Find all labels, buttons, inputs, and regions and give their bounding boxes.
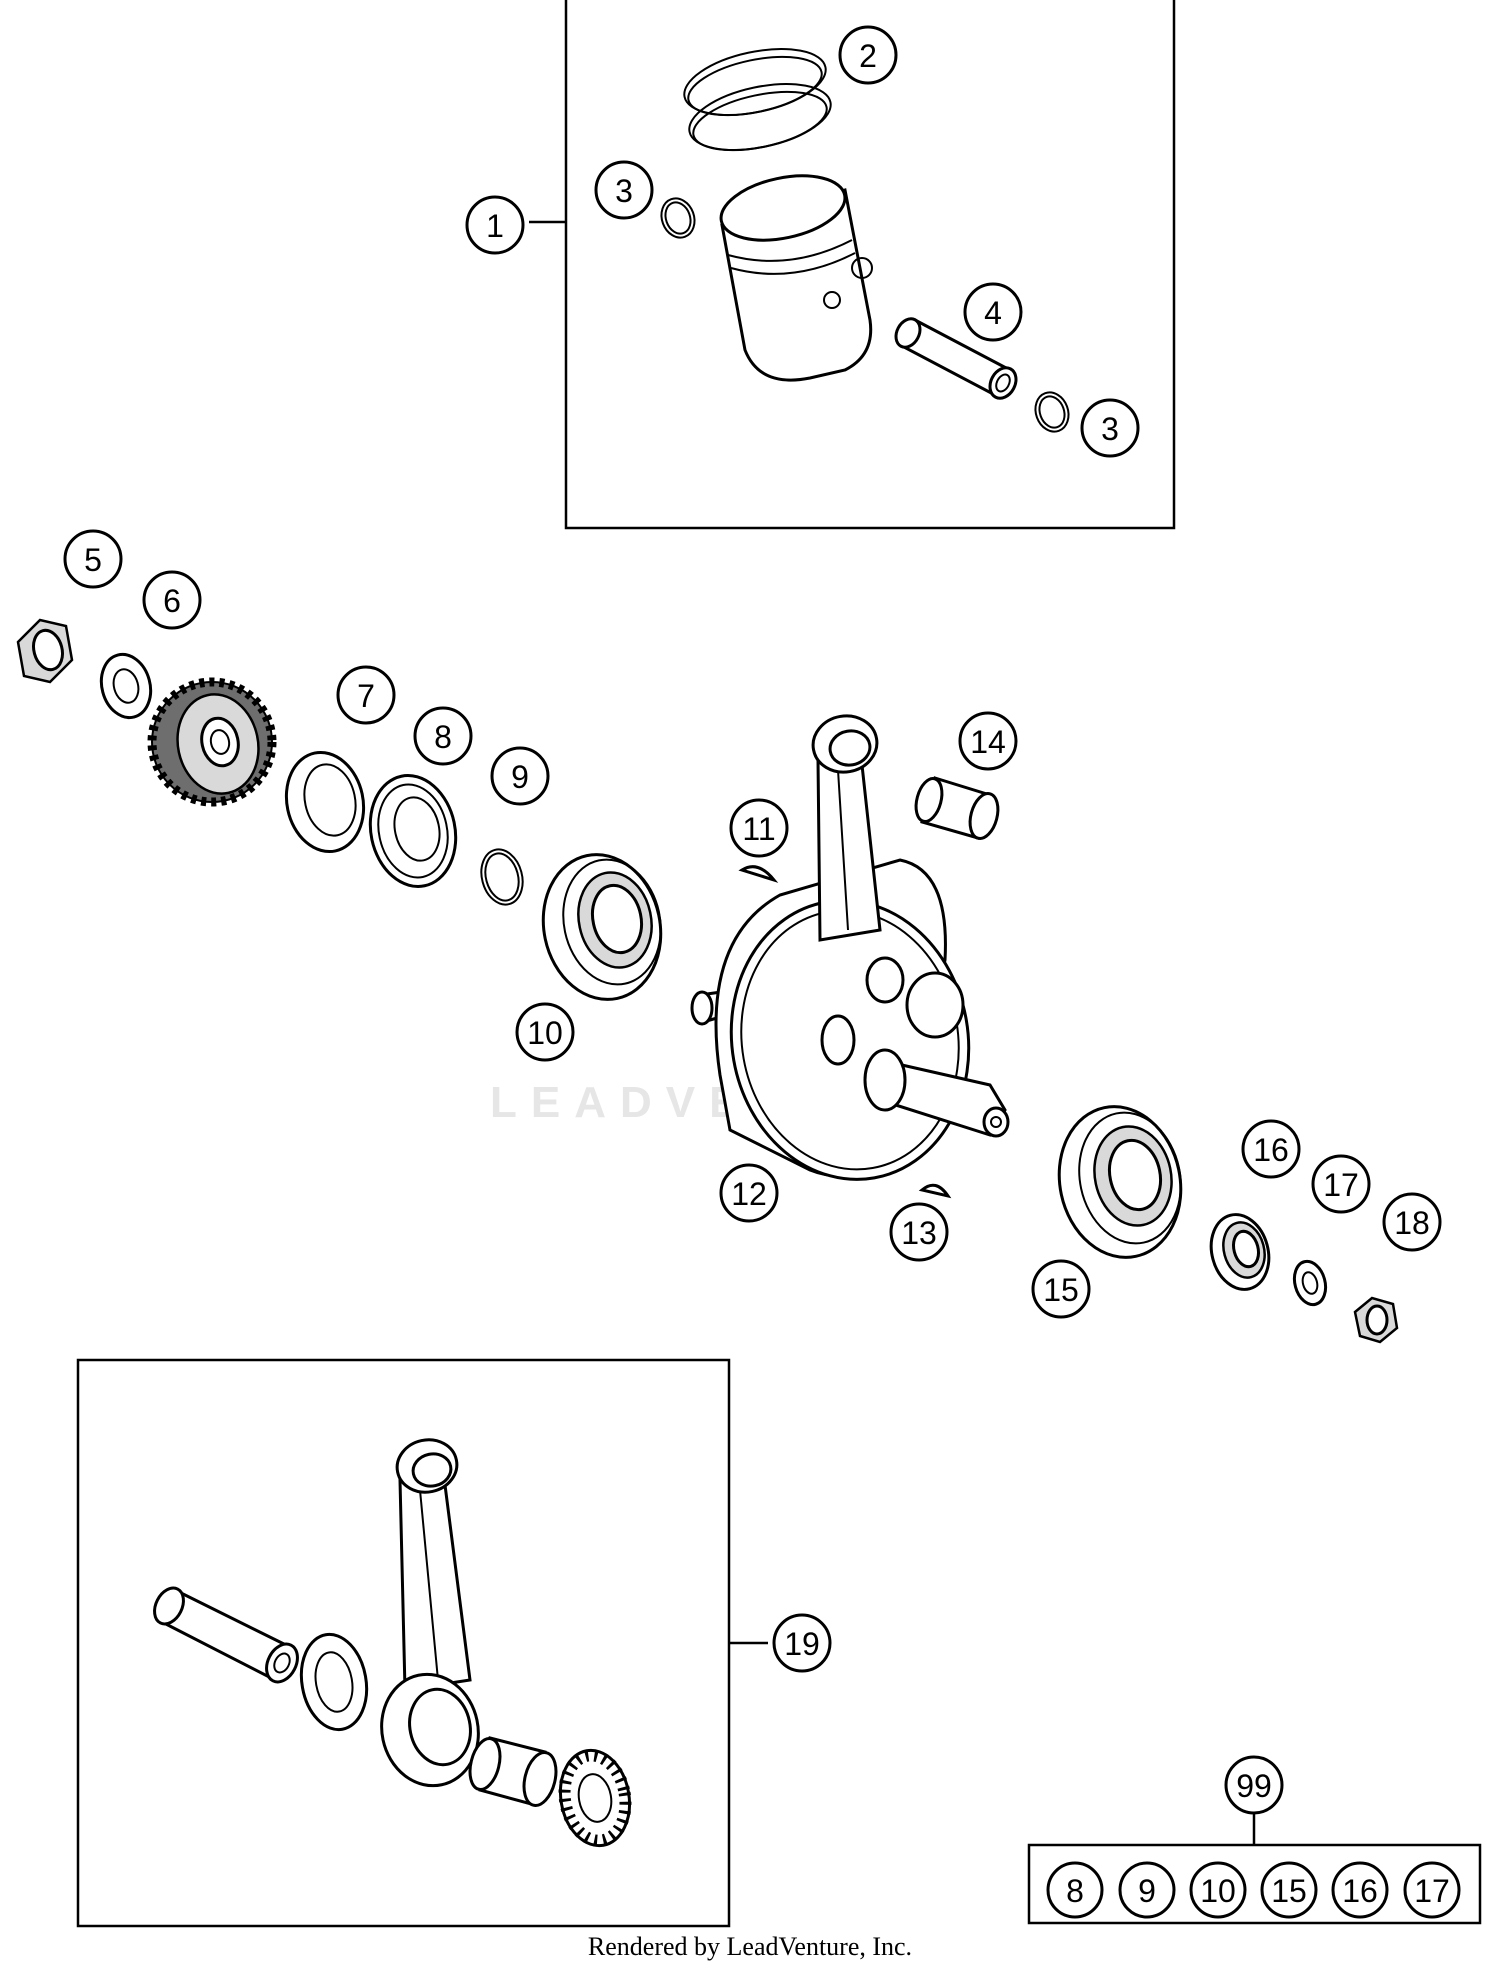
- callout-4: 4: [963, 282, 1023, 342]
- svg-text:16: 16: [1253, 1132, 1289, 1168]
- svg-text:16: 16: [1342, 1873, 1378, 1909]
- callout-3-bottom: 3: [1080, 398, 1140, 458]
- ball-bearing-left: [541, 853, 663, 1001]
- callout-5: 5: [63, 529, 123, 589]
- callout-19: 19: [772, 1613, 832, 1673]
- kit-item-15: 15: [1260, 1861, 1318, 1919]
- svg-text:13: 13: [901, 1215, 937, 1251]
- circlip-top: [660, 197, 696, 239]
- kit-piston-pin: [153, 1586, 299, 1684]
- piston-rings: [683, 48, 832, 152]
- callout-15: 15: [1031, 1259, 1091, 1319]
- svg-text:3: 3: [615, 173, 633, 209]
- svg-text:4: 4: [984, 295, 1002, 331]
- callout-18: 18: [1382, 1192, 1442, 1252]
- svg-text:15: 15: [1271, 1873, 1307, 1909]
- primary-gear: [147, 677, 277, 807]
- callout-3-top: 3: [594, 160, 654, 220]
- callout-7: 7: [336, 665, 396, 725]
- footer-credit: Rendered by LeadVenture, Inc.: [588, 1932, 912, 1961]
- kit-thrust-washer: [299, 1632, 369, 1732]
- kit-item-9: 9: [1118, 1861, 1176, 1919]
- connecting-rod: [811, 714, 882, 942]
- kit-needle-bearing: [468, 1736, 558, 1807]
- crankshaft: [690, 858, 1010, 1181]
- callout-16: 16: [1241, 1119, 1301, 1179]
- callout-10: 10: [515, 1002, 575, 1062]
- piston-group-frame: [564, 0, 1176, 530]
- svg-text:17: 17: [1323, 1167, 1359, 1203]
- svg-text:2: 2: [859, 38, 877, 74]
- svg-text:8: 8: [1066, 1873, 1084, 1909]
- kit-item-16: 16: [1331, 1861, 1389, 1919]
- callout-6: 6: [142, 570, 202, 630]
- washer-right: [1292, 1259, 1328, 1307]
- svg-text:11: 11: [742, 811, 775, 847]
- svg-text:8: 8: [434, 719, 452, 755]
- svg-text:15: 15: [1043, 1272, 1079, 1308]
- kit-thrust-washer-dotted: [558, 1748, 632, 1848]
- svg-text:3: 3: [1101, 411, 1119, 447]
- callout-14: 14: [958, 711, 1018, 771]
- svg-text:10: 10: [527, 1015, 563, 1051]
- svg-text:19: 19: [784, 1626, 820, 1662]
- ball-bearing-right: [1057, 1105, 1183, 1259]
- callout-11: 11: [729, 798, 789, 858]
- svg-text:9: 9: [511, 759, 529, 795]
- circlip-bottom: [1034, 391, 1070, 433]
- svg-text:6: 6: [163, 583, 181, 619]
- callout-9: 9: [490, 746, 550, 806]
- woodruff-key-11: [738, 865, 779, 883]
- kit-item-8: 8: [1046, 1861, 1104, 1919]
- svg-text:12: 12: [731, 1176, 767, 1212]
- spacer-sleeve: [284, 750, 366, 854]
- lock-washer: [99, 652, 153, 720]
- svg-text:10: 10: [1200, 1873, 1236, 1909]
- svg-text:7: 7: [357, 678, 375, 714]
- svg-text:1: 1: [486, 208, 504, 244]
- woodruff-key-13: [918, 1183, 952, 1199]
- svg-text:18: 18: [1394, 1205, 1430, 1241]
- kit-connecting-rod: [380, 1438, 480, 1788]
- svg-text:14: 14: [970, 724, 1006, 760]
- callout-99: 99: [1224, 1755, 1284, 1815]
- nut: [16, 618, 74, 684]
- nut-right: [1353, 1296, 1399, 1344]
- o-ring: [480, 848, 524, 906]
- svg-text:17: 17: [1414, 1873, 1450, 1909]
- piston-pin: [894, 317, 1018, 400]
- piston: [719, 174, 873, 382]
- kit-item-10: 10: [1189, 1861, 1247, 1919]
- shaft-seal: [368, 774, 458, 888]
- svg-text:99: 99: [1236, 1768, 1272, 1804]
- svg-text:9: 9: [1138, 1873, 1156, 1909]
- callout-2: 2: [838, 25, 898, 85]
- svg-text:5: 5: [84, 542, 102, 578]
- callout-17: 17: [1311, 1154, 1371, 1214]
- callout-13: 13: [889, 1202, 949, 1262]
- needle-bearing: [914, 776, 1000, 840]
- kit-item-17: 17: [1403, 1861, 1461, 1919]
- shaft-seal-right: [1209, 1213, 1271, 1291]
- callout-8: 8: [413, 706, 473, 766]
- callout-12: 12: [719, 1163, 779, 1223]
- callout-1: 1: [465, 195, 525, 255]
